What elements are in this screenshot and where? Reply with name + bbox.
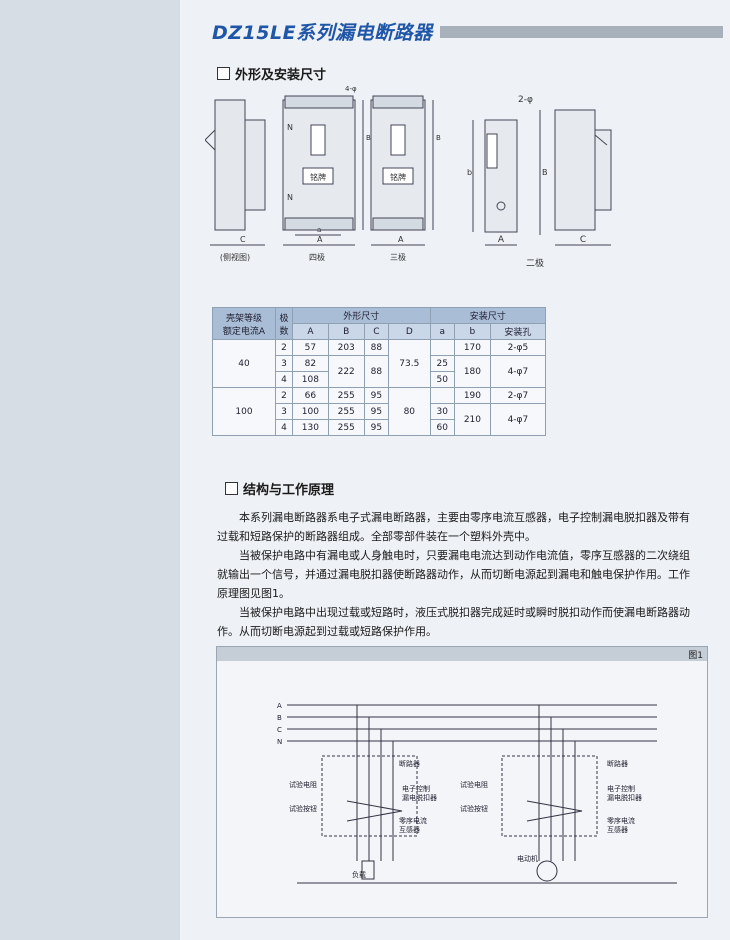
- label-motor: 电动机: [517, 854, 538, 863]
- checkbox-square-icon: [217, 67, 230, 80]
- label-two-pole: 二极: [526, 257, 544, 269]
- col-b: b: [454, 323, 491, 340]
- phase-b: B: [277, 714, 282, 722]
- dim-a-two: A: [498, 235, 505, 245]
- title-decoration-bar: [440, 26, 723, 38]
- label-load: 负载: [352, 870, 366, 879]
- circuit-diagram: A B C N 断路器 试验电阻 电子控制 漏电脱扣器 试验按钮 零序电流 互感…: [277, 702, 677, 884]
- group-100: 100: [212, 387, 276, 436]
- phase-n: N: [277, 738, 282, 746]
- group-40: 40: [212, 339, 276, 388]
- nameplate-four-pole: 铭牌: [310, 172, 326, 182]
- label-ctrl-right-2: 漏电脱扣器: [607, 793, 642, 802]
- label-ct-right-2: 互感器: [607, 825, 628, 834]
- dim-n-top: N: [287, 123, 293, 132]
- col-C: C: [363, 323, 390, 340]
- col-a: a: [429, 323, 456, 340]
- dim-small-b-two: b: [467, 168, 472, 177]
- dim-small-a-four: a: [317, 226, 321, 234]
- dim-b-three: B: [436, 134, 441, 142]
- phase-a: A: [277, 702, 282, 710]
- dim-a-four: A: [317, 235, 323, 244]
- dim-b-four: B: [366, 134, 371, 142]
- table-row: 3 100 255 95 30 210 4-φ7: [213, 403, 547, 436]
- label-test-button-left: 试验按钮: [289, 804, 317, 813]
- figure-header-bar: [217, 647, 707, 661]
- figure-label: 图1: [688, 651, 703, 661]
- label-ctrl-right-1: 电子控制: [607, 784, 635, 793]
- paragraph-2: 当被保护电路中有漏电或人身触电时，只要漏电电流达到动作电流值，零序互感器的二次绕…: [217, 549, 690, 600]
- label-4-hole: 4-φ: [345, 85, 357, 93]
- page-title: DZ15LE系列漏电断路器: [212, 22, 433, 44]
- label-test-button-right: 试验按钮: [460, 804, 488, 813]
- label-ct-left-2: 互感器: [399, 825, 420, 834]
- table-row: 100 2 66 255 95 80 190 2-φ7: [212, 387, 547, 436]
- label-ctrl-left-1: 电子控制: [402, 784, 430, 793]
- label-breaker-left: 断路器: [399, 759, 420, 768]
- label-test-resistor-left: 试验电阻: [289, 780, 317, 789]
- col-B: B: [327, 323, 365, 340]
- three-pole-body: [370, 99, 426, 231]
- side-view-body: [214, 99, 246, 231]
- label-test-resistor-right: 试验电阻: [460, 780, 488, 789]
- paragraph-1: 本系列漏电断路器系电子式漏电断路器，主要由零序电流互感器，电子控制漏电脱扣器及带…: [217, 511, 690, 543]
- dim-b-two: B: [542, 168, 548, 177]
- section-heading-dimensions: 外形及安装尺寸: [217, 64, 326, 83]
- label-four-pole: 四极: [309, 252, 325, 262]
- dim-c-two: C: [580, 235, 586, 245]
- label-breaker-right: 断路器: [607, 759, 628, 768]
- paragraph-3: 当被保护电路中出现过载或短路时，液压式脱扣器完成延时或瞬时脱扣动作而使漏电断路器…: [217, 606, 690, 638]
- dim-c-side: C: [240, 235, 246, 244]
- dimension-drawings: (侧视图) 四极 三极 二极 铭牌 铭牌 4-φ 2-φ C A a A B B…: [205, 85, 612, 269]
- col-D: D: [388, 323, 431, 340]
- four-pole-body: [282, 99, 356, 231]
- label-three-pole: 三极: [390, 252, 406, 262]
- header-poles: 极数: [275, 307, 293, 340]
- label-ct-left-1: 零序电流: [399, 816, 427, 825]
- header-install: 安装尺寸: [429, 307, 547, 324]
- header-frame: 壳架等级额定电流A: [212, 307, 276, 340]
- spec-table: 壳架等级额定电流A 极数 外形尺寸 安装尺寸 A B C D a b 安装孔 4…: [212, 307, 547, 436]
- label-ct-right-1: 零序电流: [607, 816, 635, 825]
- body-text: 本系列漏电断路器系电子式漏电断路器，主要由零序电流互感器，电子控制漏电脱扣器及带…: [217, 508, 697, 641]
- label-2-hole: 2-φ: [518, 95, 533, 105]
- dim-n-bottom: N: [287, 193, 293, 202]
- label-ctrl-left-2: 漏电脱扣器: [402, 793, 437, 802]
- nameplate-three-pole: 铭牌: [390, 172, 406, 182]
- dim-a-three: A: [398, 235, 404, 244]
- table-row: 40 2 57 203 88 73.5 170 2-φ5: [212, 339, 547, 388]
- section-heading-principle: 结构与工作原理: [225, 479, 334, 498]
- figure-1: 图1 A B C: [216, 646, 708, 918]
- table-row: 4 130 255 95 60: [213, 419, 546, 436]
- col-hole: 安装孔: [489, 323, 547, 340]
- checkbox-square-icon: [225, 482, 238, 495]
- col-A: A: [292, 323, 329, 340]
- header-outline: 外形尺寸: [292, 307, 431, 324]
- phase-c: C: [277, 726, 282, 734]
- label-side-view: (侧视图): [220, 252, 250, 262]
